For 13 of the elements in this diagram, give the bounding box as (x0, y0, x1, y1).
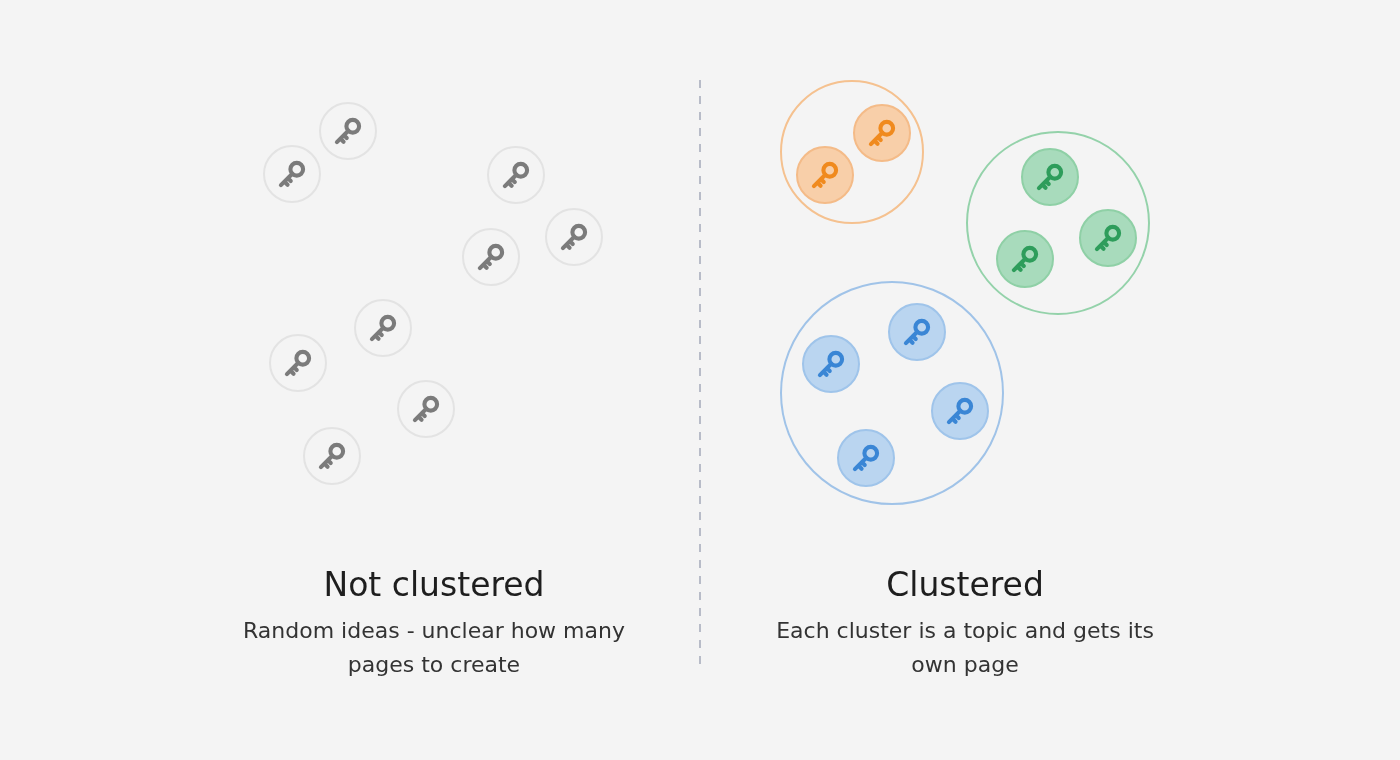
key-badge (888, 303, 946, 361)
key-badge (996, 230, 1054, 288)
heading: Not clustered (322, 564, 546, 606)
heading: Clustered (885, 564, 1045, 606)
key-badge (1021, 148, 1079, 206)
key-badge (796, 146, 854, 204)
key-badge (853, 104, 911, 162)
description: Each cluster is a topic and gets its own page (775, 617, 1155, 679)
description: Random ideas - unclear how many pages to create (242, 617, 626, 679)
key-badge (802, 335, 860, 393)
key-badge (931, 382, 989, 440)
key-badge (1079, 209, 1137, 267)
key-badge (837, 429, 895, 487)
